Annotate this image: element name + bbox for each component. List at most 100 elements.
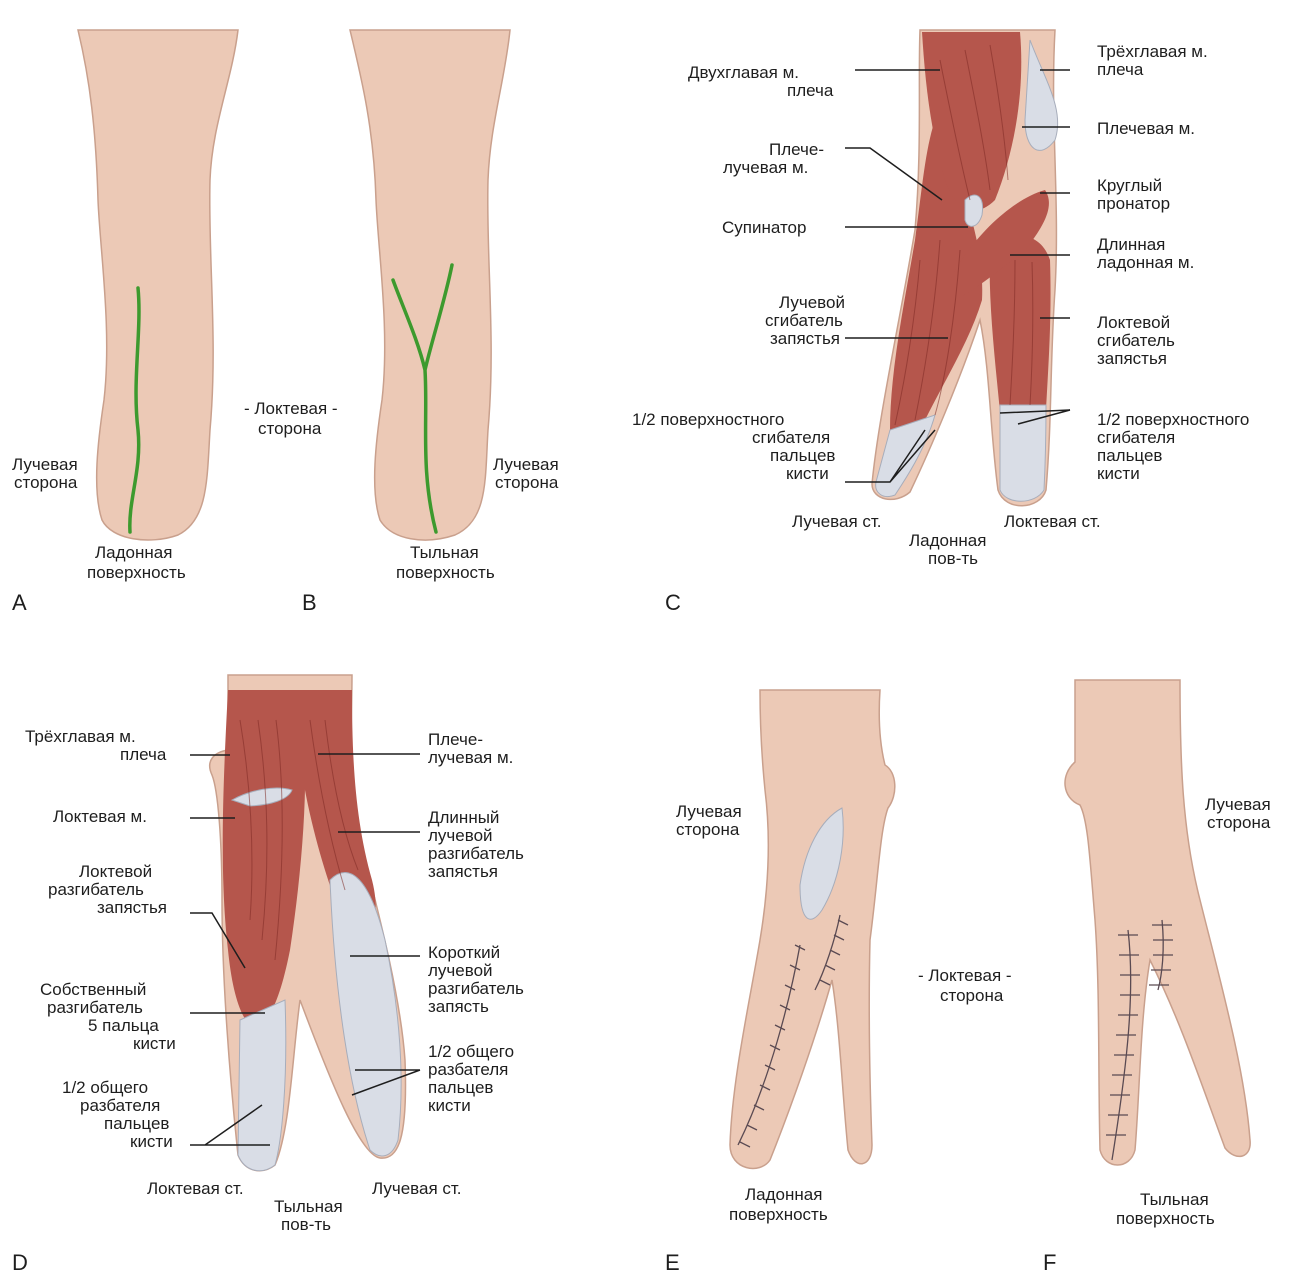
edm-label-3: 5 пальца [88, 1016, 159, 1035]
ecrl-label-1: Длинный [428, 808, 499, 827]
fcu-label-1: Локтевой [1097, 313, 1170, 332]
panel-letter-c: C [665, 590, 681, 615]
anconeus-label: Локтевая м. [53, 807, 147, 826]
surface-label-b-1: Тыльная [410, 543, 479, 562]
panel-c: Двухглавая м. плеча Плече- лучевая м. Су… [632, 30, 1249, 615]
surface-label-f-1: Тыльная [1140, 1190, 1209, 1209]
fds-right-label-4: кисти [1097, 464, 1140, 483]
brachioradialis-d-label-2: лучевая м. [428, 748, 513, 767]
radial-st-c-label: Лучевая ст. [792, 512, 882, 531]
ulnar-side-label-b-1: - Локтевая - [244, 399, 338, 418]
ulnar-side-label-f-2: сторона [940, 986, 1004, 1005]
triceps-d-label-2: плеча [120, 745, 167, 764]
surface-c-label-1: Ладонная [909, 531, 986, 550]
surface-label-e-2: поверхность [729, 1205, 828, 1224]
palmaris-label-2: ладонная м. [1097, 253, 1194, 272]
edc-left-label-3: пальцев [104, 1114, 169, 1133]
brachioradialis-c-label-1: Плече- [769, 140, 824, 159]
panel-letter-e: E [665, 1250, 680, 1275]
ecu-label-1: Локтевой [79, 862, 152, 881]
ulnar-side-label-b-2: сторона [258, 419, 322, 438]
surface-label-f-2: поверхность [1116, 1209, 1215, 1228]
fcu-label-2: сгибатель [1097, 331, 1175, 350]
forearm-b-skin [350, 30, 510, 540]
fcr-label-2: сгибатель [765, 311, 843, 330]
tendons-c-right [1000, 405, 1046, 501]
ecrl-label-3: разгибатель [428, 844, 524, 863]
tendons-d-right [330, 873, 401, 1156]
ecrb-label-2: лучевой [428, 961, 493, 980]
ulnar-st-c-label: Локтевая ст. [1004, 512, 1101, 531]
panel-letter-f: F [1043, 1250, 1056, 1275]
surface-d-label-1: Тыльная [274, 1197, 343, 1216]
brachioradialis-d-label-1: Плече- [428, 730, 483, 749]
ulnar-st-d-label: Локтевая ст. [147, 1179, 244, 1198]
ecu-label-2: разгибатель [48, 880, 144, 899]
panel-e: Лучевая сторона Ладонная поверхность E [665, 690, 895, 1275]
biceps-label-2: плеча [787, 81, 834, 100]
edm-label-2: разгибатель [47, 998, 143, 1017]
fcr-label-1: Лучевой [779, 293, 845, 312]
forearm-e-skin [730, 690, 895, 1168]
panel-b: - Локтевая - сторона Лучевая сторона Тыл… [244, 30, 559, 615]
fcu-label-3: запястья [1097, 349, 1167, 368]
brachialis-label: Плечевая м. [1097, 119, 1195, 138]
radial-side-label-a-1: Лучевая [12, 455, 78, 474]
panel-a: Лучевая сторона Ладонная поверхность A [12, 30, 238, 615]
surface-label-b-2: поверхность [396, 563, 495, 582]
ecrb-label-3: разгибатель [428, 979, 524, 998]
surface-label-e-1: Ладонная [745, 1185, 822, 1204]
edm-label-1: Собственный [40, 980, 146, 999]
fcr-label-3: запястья [770, 329, 840, 348]
pronator-label-1: Круглый [1097, 176, 1162, 195]
radial-side-label-e-1: Лучевая [676, 802, 742, 821]
fds-right-label-1: 1/2 поверхностного [1097, 410, 1249, 429]
panel-d: Трёхглавая м. плеча Локтевая м. Локтевой… [12, 675, 524, 1275]
ecrl-label-2: лучевой [428, 826, 493, 845]
palmaris-label-1: Длинная [1097, 235, 1165, 254]
surface-label-a-1: Ладонная [95, 543, 172, 562]
edc-right-label-2: разбателя [428, 1060, 508, 1079]
pronator-label-2: пронатор [1097, 194, 1170, 213]
fds-right-label-2: сгибателя [1097, 428, 1175, 447]
ecrb-label-4: запясть [428, 997, 489, 1016]
fds-right-label-3: пальцев [1097, 446, 1162, 465]
radial-side-label-a-2: сторона [14, 473, 78, 492]
edc-left-label-4: кисти [130, 1132, 173, 1151]
edm-label-4: кисти [133, 1034, 176, 1053]
forearm-f-skin [1065, 680, 1250, 1165]
panel-letter-a: A [12, 590, 27, 615]
supinator-label: Супинатор [722, 218, 806, 237]
edc-left-label-2: разбателя [80, 1096, 160, 1115]
triceps-c-label-1: Трёхглавая м. [1097, 42, 1208, 61]
fds-left-label-4: кисти [786, 464, 829, 483]
brachioradialis-c-label-2: лучевая м. [723, 158, 808, 177]
radial-side-label-b-2: сторона [495, 473, 559, 492]
edc-right-label-4: кисти [428, 1096, 471, 1115]
edc-left-label-1: 1/2 общего [62, 1078, 148, 1097]
surface-c-label-2: пов-ть [928, 549, 978, 568]
edc-right-label-3: пальцев [428, 1078, 493, 1097]
fds-left-label-3: пальцев [770, 446, 835, 465]
fds-left-label-1: 1/2 поверхностного [632, 410, 784, 429]
ecu-label-3: запястья [97, 898, 167, 917]
ecrb-label-1: Короткий [428, 943, 500, 962]
radial-side-label-b-1: Лучевая [493, 455, 559, 474]
panel-letter-b: B [302, 590, 317, 615]
triceps-d-label-1: Трёхглавая м. [25, 727, 136, 746]
fds-left-label-2: сгибателя [752, 428, 830, 447]
ulnar-side-label-f-1: - Локтевая - [918, 966, 1012, 985]
radial-side-label-e-2: сторона [676, 820, 740, 839]
triceps-c-label-2: плеча [1097, 60, 1144, 79]
surface-label-a-2: поверхность [87, 563, 186, 582]
biceps-label-1: Двухглавая м. [688, 63, 799, 82]
radial-side-label-f-2: сторона [1207, 813, 1271, 832]
radial-st-d-label: Лучевая ст. [372, 1179, 462, 1198]
radial-side-label-f-1: Лучевая [1205, 795, 1271, 814]
forearm-a-skin [78, 30, 238, 540]
panel-letter-d: D [12, 1250, 28, 1275]
surface-d-label-2: пов-ть [281, 1215, 331, 1234]
edc-right-label-1: 1/2 общего [428, 1042, 514, 1061]
panel-f: - Локтевая - сторона Лучевая сторона Тыл… [918, 680, 1271, 1275]
